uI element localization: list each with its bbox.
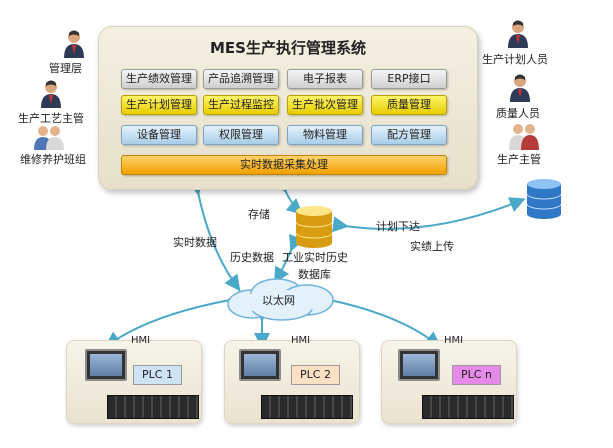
station-1: HMI PLC 1 bbox=[66, 335, 202, 424]
arrow-db-ethernet bbox=[273, 233, 304, 284]
database-label-line2: 数据库 bbox=[298, 268, 331, 281]
station-2-plc[interactable]: PLC 2 bbox=[291, 365, 340, 385]
module-performance[interactable]: 生产绩效管理 bbox=[121, 69, 197, 89]
station-2-hmi-label: HMI bbox=[291, 335, 311, 346]
module-process-monitor[interactable]: 生产过程监控 bbox=[203, 95, 279, 115]
quality-person-icon bbox=[509, 74, 531, 102]
label-quality: 质量人员 bbox=[496, 107, 540, 120]
station-3-plc[interactable]: PLC n bbox=[452, 365, 501, 385]
erp-database-icon bbox=[526, 178, 562, 220]
station-1-hmi-label: HMI bbox=[131, 335, 151, 346]
label-maintenance-team: 维修养护班组 bbox=[20, 153, 86, 166]
station-1-plc-label: PLC 1 bbox=[142, 368, 173, 381]
module-permissions[interactable]: 权限管理 bbox=[203, 125, 279, 145]
station-1-plc-rack bbox=[107, 395, 199, 419]
arrow-ethernet-station3 bbox=[316, 289, 442, 348]
module-erp-interface[interactable]: ERP接口 bbox=[371, 69, 447, 89]
label-store: 存储 bbox=[248, 208, 270, 221]
station-3-hmi-screen[interactable] bbox=[398, 349, 440, 381]
label-process-supervisor: 生产工艺主管 bbox=[18, 112, 84, 125]
system-title: MES生产执行管理系统 bbox=[210, 39, 366, 57]
module-production-plan[interactable]: 生产计划管理 bbox=[121, 95, 197, 115]
label-realtime-data: 实时数据 bbox=[173, 236, 217, 249]
station-2: HMI PLC 2 bbox=[224, 335, 360, 424]
realtime-data-bar[interactable]: 实时数据采集处理 bbox=[121, 155, 447, 175]
station-2-hmi-screen[interactable] bbox=[239, 349, 281, 381]
arrow-ethernet-station1 bbox=[104, 289, 244, 348]
label-management: 管理层 bbox=[49, 62, 82, 75]
planner-person-icon bbox=[507, 20, 529, 48]
ethernet-cloud: 以太网 bbox=[222, 276, 340, 322]
realtime-database-icon bbox=[295, 205, 333, 249]
mes-system-panel: MES生产执行管理系统 生产绩效管理 产品追溯管理 电子报表 ERP接口 生产计… bbox=[98, 26, 478, 190]
label-actual-up: 实绩上传 bbox=[410, 240, 454, 253]
module-batch-management[interactable]: 生产批次管理 bbox=[287, 95, 363, 115]
module-materials[interactable]: 物料管理 bbox=[287, 125, 363, 145]
label-history-data: 历史数据 bbox=[230, 251, 274, 264]
label-production-supervisor: 生产主管 bbox=[497, 153, 541, 166]
database-label-line1: 工业实时历史 bbox=[282, 251, 348, 264]
module-traceability[interactable]: 产品追溯管理 bbox=[203, 69, 279, 89]
station-3: HMI PLC n bbox=[381, 335, 517, 424]
arrow-db-erp bbox=[332, 197, 526, 233]
label-plan-down: 计划下达 bbox=[376, 220, 420, 233]
station-3-hmi-label: HMI bbox=[444, 335, 464, 346]
station-3-plc-label: PLC n bbox=[461, 368, 492, 381]
station-2-plc-label: PLC 2 bbox=[300, 368, 331, 381]
production-supervisor-icon bbox=[508, 122, 540, 150]
module-equipment[interactable]: 设备管理 bbox=[121, 125, 197, 145]
module-recipe[interactable]: 配方管理 bbox=[371, 125, 447, 145]
station-1-plc[interactable]: PLC 1 bbox=[133, 365, 182, 385]
arrow-panel-ethernet bbox=[187, 178, 241, 292]
label-ethernet: 以太网 bbox=[262, 294, 295, 307]
station-2-plc-rack bbox=[261, 395, 353, 419]
module-quality[interactable]: 质量管理 bbox=[371, 95, 447, 115]
station-3-plc-rack bbox=[422, 395, 514, 419]
module-e-report[interactable]: 电子报表 bbox=[287, 69, 363, 89]
station-1-hmi-screen[interactable] bbox=[85, 349, 127, 381]
process-supervisor-person-icon bbox=[40, 80, 62, 108]
label-planner: 生产计划人员 bbox=[482, 53, 548, 66]
manager-person-icon bbox=[63, 30, 85, 58]
maintenance-team-icon bbox=[34, 124, 64, 152]
